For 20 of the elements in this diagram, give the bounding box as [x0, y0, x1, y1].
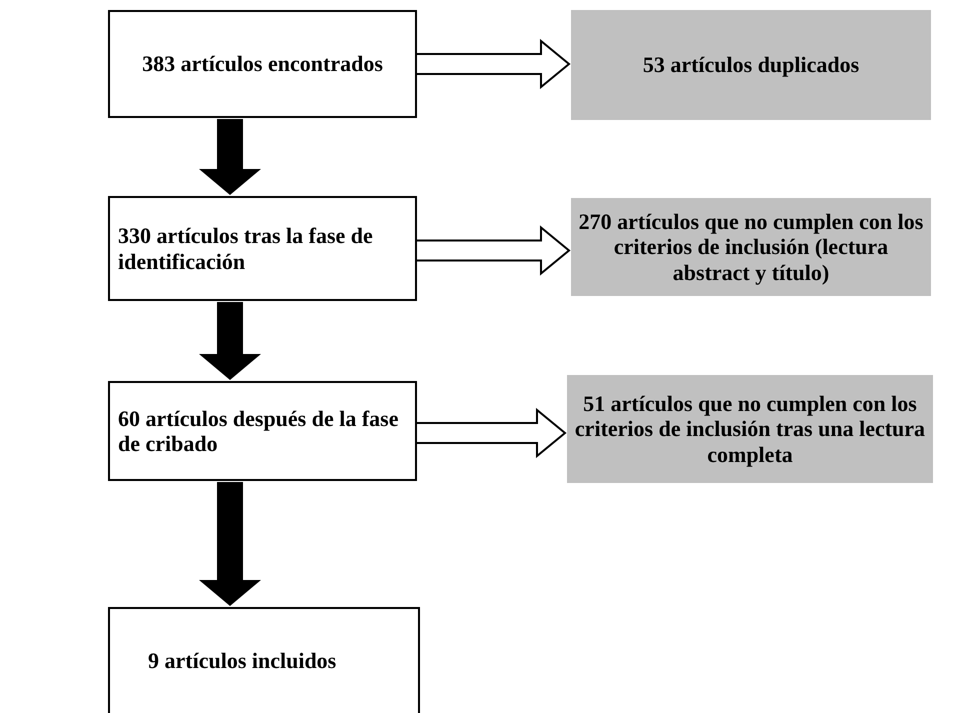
block-arrow [199, 302, 261, 380]
box-text: 60 artículos después de la fase de cribado [118, 406, 400, 456]
exclusion-box [567, 375, 933, 483]
process-box [108, 196, 417, 301]
block-arrow [199, 482, 261, 606]
box-text: 51 artículos que no cumplen con los criterios de inclusión tras una lectura completa [574, 391, 926, 467]
process-box [108, 607, 420, 713]
box-text: 383 artículos encontrados [141, 51, 384, 77]
exclusion-box [571, 10, 931, 120]
box-text: 9 artículos incluidos [148, 648, 338, 674]
box-text: 270 artículos que no cumplen con los criterios de inclusión (lectura abstract y título) [578, 209, 924, 285]
block-arrow [199, 119, 261, 195]
hollow-arrow [415, 408, 567, 458]
exclusion-box [571, 198, 931, 296]
hollow-arrow [415, 225, 571, 276]
hollow-arrow [415, 38, 571, 90]
box-text: 53 artículos duplicados [642, 52, 860, 78]
box-text: 330 artículos tras la fase de identificación [118, 223, 374, 274]
process-box [108, 10, 417, 118]
process-box [108, 381, 417, 481]
